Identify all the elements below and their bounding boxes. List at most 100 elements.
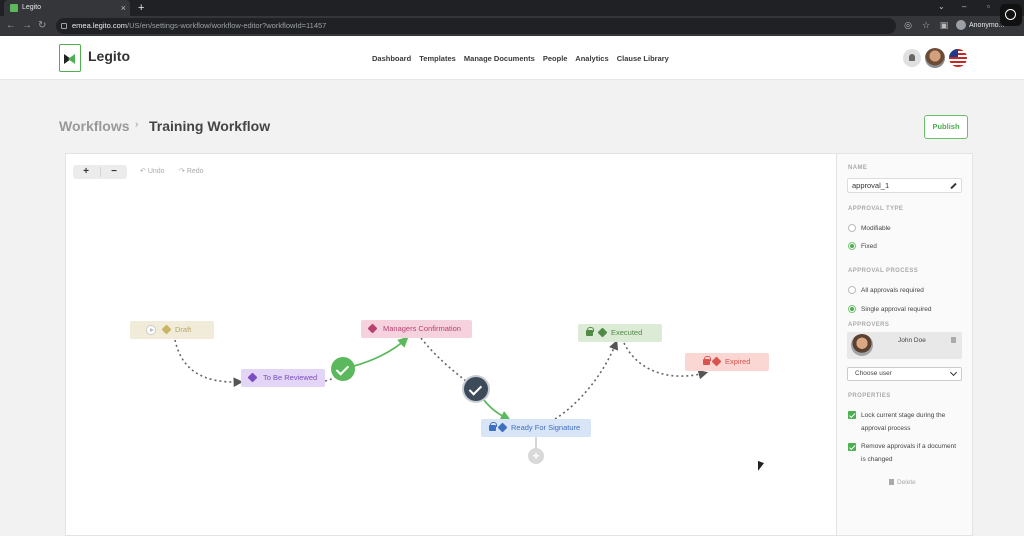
name-input-value: approval_1: [852, 181, 890, 190]
stage-to-be-reviewed[interactable]: To Be Reviewed: [241, 369, 325, 387]
sidepanel-icon[interactable]: ▣: [939, 20, 949, 30]
notification-bell-icon[interactable]: [903, 49, 921, 67]
connector-executed-expired: [623, 342, 709, 380]
browser-toolbar: ← → ↻ emea.legito.com/US/en/settings-wor…: [0, 16, 1024, 36]
address-bar[interactable]: emea.legito.com/US/en/settings-workflow/…: [56, 18, 896, 34]
edit-pen-icon: [161, 324, 172, 335]
choose-user-select[interactable]: Choose user: [847, 367, 962, 381]
name-input[interactable]: approval_1: [847, 178, 962, 193]
zoom-in-button[interactable]: +: [83, 166, 89, 177]
stage-label-draft: Draft: [175, 325, 192, 334]
app-header: Legito Dashboard Templates Manage Docume…: [0, 36, 1024, 80]
radio-fixed[interactable]: [848, 242, 856, 250]
radio-fixed-label: Fixed: [861, 243, 877, 250]
lock-icon: [586, 327, 594, 336]
new-tab-button[interactable]: +: [138, 2, 145, 14]
stage-label-to-be-reviewed: To Be Reviewed: [263, 373, 318, 382]
connector-managers-approval: [420, 337, 467, 382]
redo-icon: ↷: [179, 168, 187, 175]
nav-manage-documents[interactable]: Manage Documents: [463, 54, 535, 63]
undo-icon: ↶: [140, 168, 148, 175]
checkbox-lock-stage[interactable]: [848, 411, 856, 419]
trash-icon[interactable]: [951, 337, 956, 343]
stage-ready-for-signature[interactable]: Ready For Signature: [481, 419, 591, 437]
profile-avatar-icon: [956, 20, 966, 31]
edit-pen-icon: [367, 323, 378, 334]
url-host: emea.legito.com: [72, 21, 128, 30]
checkbox-remove-approvals-label: Remove approvals if a document is change…: [861, 443, 957, 463]
approver-name: John Doe: [898, 337, 926, 344]
zoom-out-button[interactable]: −: [111, 166, 117, 177]
chevron-down-icon: [949, 368, 958, 377]
browser-tab-bar: Legito × + ⌄ – ▫: [0, 0, 1024, 16]
legito-favicon-icon: [10, 4, 18, 12]
radio-all-approvals[interactable]: [848, 286, 856, 294]
stage-label-managers-confirmation: Managers Confirmation: [383, 324, 461, 333]
breadcrumb-workflows[interactable]: Workflows: [59, 118, 130, 134]
user-avatar[interactable]: [925, 48, 945, 68]
maximize-icon[interactable]: ▫: [987, 2, 990, 11]
lock-icon: [489, 422, 497, 431]
tab-search-icon[interactable]: ⌄: [938, 2, 945, 11]
undo-label: Undo: [147, 168, 165, 175]
publish-button[interactable]: Publish: [924, 115, 968, 139]
lock-icon: [703, 356, 711, 365]
zoom-divider: [100, 167, 101, 177]
edit-pen-icon: [711, 356, 722, 367]
radio-single-approval-label: Single approval required: [861, 306, 932, 313]
incognito-eye-icon[interactable]: ◎: [904, 20, 912, 30]
checkbox-remove-approvals[interactable]: [848, 443, 856, 451]
approval-type-label: APPROVAL TYPE: [848, 206, 904, 212]
legito-logo-icon[interactable]: [59, 44, 81, 72]
connector-draft-review: [174, 339, 244, 387]
approval-process-label: APPROVAL PROCESS: [848, 268, 919, 274]
approver-avatar: [851, 334, 873, 356]
stage-draft[interactable]: Draft: [130, 321, 214, 339]
browser-tab-title: Legito: [22, 4, 42, 11]
redo-label: Redo: [186, 168, 204, 175]
us-flag-icon[interactable]: [949, 49, 967, 67]
radio-single-approval[interactable]: [848, 305, 856, 313]
main-nav: Dashboard Templates Manage Documents Peo…: [372, 54, 675, 63]
add-stage-button[interactable]: +: [528, 448, 544, 464]
pencil-icon[interactable]: [950, 182, 957, 190]
bookmark-star-icon[interactable]: ☆: [921, 20, 931, 30]
reload-icon[interactable]: ↻: [38, 20, 47, 31]
stage-executed[interactable]: Executed: [578, 324, 662, 342]
breadcrumb-chevron-icon: ›: [135, 119, 139, 130]
approvers-label: APPROVERS: [848, 322, 890, 328]
stage-expired[interactable]: Expired: [685, 353, 769, 371]
profile-button[interactable]: Anonymo...: [956, 19, 1004, 33]
connector-approval-managers: [353, 336, 409, 367]
edit-pen-icon: [597, 327, 608, 338]
approval-approved-check-icon[interactable]: [331, 357, 355, 381]
radio-all-approvals-label: All approvals required: [861, 287, 924, 294]
undo-button[interactable]: ↶ Undo: [140, 167, 165, 175]
forward-icon[interactable]: →: [22, 20, 32, 31]
edit-pen-icon: [497, 422, 508, 433]
nav-dashboard[interactable]: Dashboard: [372, 54, 412, 63]
start-play-icon: [146, 325, 156, 335]
browser-tab[interactable]: Legito ×: [4, 0, 130, 16]
delete-button[interactable]: Delete: [889, 479, 916, 486]
close-tab-icon[interactable]: ×: [120, 3, 126, 13]
nav-clause-library[interactable]: Clause Library: [616, 54, 669, 63]
logo-text[interactable]: Legito: [88, 48, 130, 64]
profile-label: Anonymo...: [969, 22, 1005, 29]
edit-pen-icon: [247, 372, 258, 383]
nav-analytics[interactable]: Analytics: [575, 54, 609, 63]
properties-label: PROPERTIES: [848, 393, 891, 399]
stage-label-executed: Executed: [611, 328, 643, 337]
back-icon[interactable]: ←: [6, 20, 16, 31]
connector-signature-executed: [554, 340, 619, 420]
radio-modifiable[interactable]: [848, 224, 856, 232]
choose-user-value: Choose user: [855, 370, 892, 377]
stage-managers-confirmation[interactable]: Managers Confirmation: [361, 320, 472, 338]
redo-button[interactable]: ↷ Redo: [179, 167, 204, 175]
approval-selected-check-icon[interactable]: [464, 377, 488, 401]
minimize-icon[interactable]: –: [962, 2, 967, 11]
lock-icon: [61, 23, 67, 29]
nav-people[interactable]: People: [542, 54, 568, 63]
nav-templates[interactable]: Templates: [419, 54, 456, 63]
zoom-controls: + −: [73, 165, 127, 179]
